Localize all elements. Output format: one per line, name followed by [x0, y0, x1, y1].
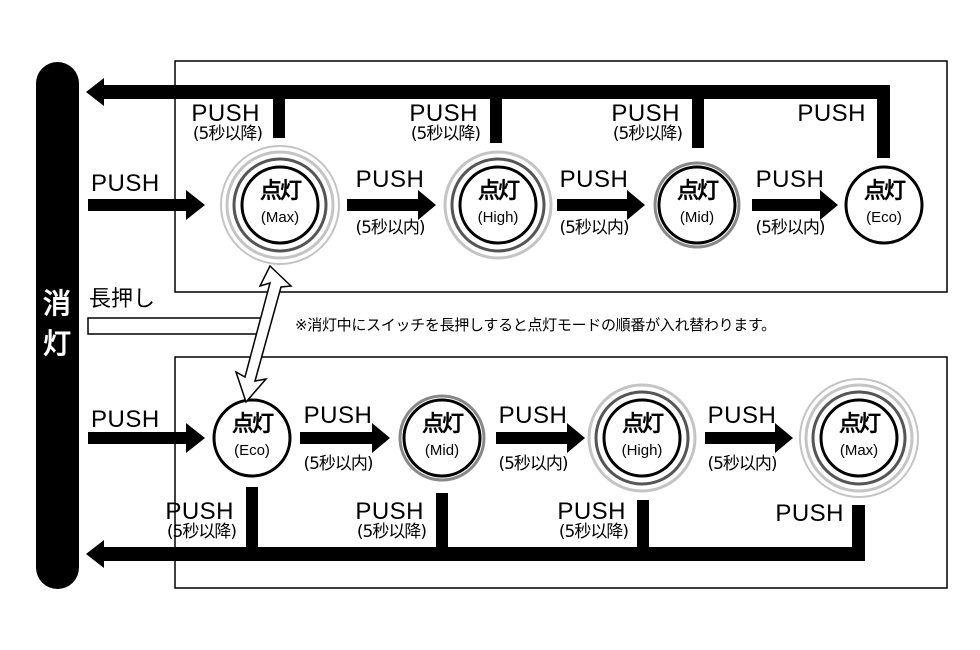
top-node-4 — [844, 165, 924, 245]
top-forward-arrow-1 — [347, 190, 436, 220]
top-frame — [174, 60, 948, 293]
bottom-node-4-title: 点灯 — [838, 412, 881, 437]
bottom-frame — [174, 356, 948, 589]
bottom-return-label-3: PUSH — [557, 498, 626, 525]
top-node-3-title: 点灯 — [676, 179, 719, 204]
off-label-2: 灯 — [43, 327, 72, 360]
bottom-return-sub-3: (5秒以降) — [558, 522, 629, 542]
bottom-node-1-mode: (Eco) — [234, 442, 270, 459]
top-node-1-mode: (Max) — [260, 209, 300, 226]
top-forward-sub-1: (5秒以内) — [355, 218, 425, 238]
lamp-circle — [240, 165, 320, 245]
bottom-forward-arrow-1 — [300, 423, 390, 453]
lamp-circle — [819, 398, 899, 478]
bottom-forward-sub-3: (5秒以内) — [707, 454, 777, 474]
top-forward-sub-3: (5秒以内) — [755, 218, 825, 238]
top-node-4-title: 点灯 — [863, 179, 906, 204]
bottom-node-2 — [398, 394, 486, 482]
off-state-pill — [36, 62, 79, 589]
top-node-3-mode: (Mid) — [679, 209, 715, 226]
bottom-return-sub-2: (5秒以降) — [356, 522, 427, 542]
bottom-return-sub-1: (5秒以降) — [166, 522, 237, 542]
swap-order-double-arrow — [234, 264, 293, 404]
top-node-2 — [443, 150, 553, 260]
lamp-circle — [602, 398, 682, 478]
top-return-path — [86, 78, 890, 158]
bottom-return-path — [86, 487, 865, 568]
bottom-entry-push-label: PUSH — [91, 406, 160, 433]
lamp-circle — [844, 165, 924, 245]
bottom-forward-label-1: PUSH — [303, 402, 373, 429]
swap-order-note: ※消灯中にスイッチを長押しすると点灯モードの順番が入れ替わります。 — [295, 316, 776, 334]
top-return-sub-1: (5秒以降) — [192, 124, 263, 144]
top-node-2-mode: (High) — [477, 209, 519, 226]
off-label-1: 消 — [43, 287, 72, 320]
bottom-entry-arrow — [88, 423, 205, 453]
bottom-forward-sub-2: (5秒以内) — [498, 454, 568, 474]
lamp-circle — [657, 165, 737, 245]
top-return-label-2: PUSH — [409, 100, 478, 127]
top-forward-label-3: PUSH — [755, 166, 825, 193]
top-forward-arrow-2 — [557, 190, 645, 220]
bottom-node-3-title: 点灯 — [621, 412, 664, 437]
bottom-forward-arrow-2 — [496, 423, 585, 453]
bottom-return-label-1: PUSH — [165, 498, 234, 525]
bottom-node-1 — [212, 398, 292, 478]
top-forward-arrow-3 — [752, 190, 838, 220]
top-return-label-1: PUSH — [191, 100, 260, 127]
bottom-node-3 — [587, 383, 697, 493]
top-return-label-4: PUSH — [797, 100, 866, 127]
bottom-forward-label-3: PUSH — [707, 402, 777, 429]
long-press-label: 長押し — [89, 287, 156, 312]
lamp-circle — [212, 398, 292, 478]
lamp-circle — [402, 398, 482, 478]
top-entry-arrow — [88, 190, 205, 220]
bottom-forward-sub-1: (5秒以内) — [303, 454, 373, 474]
top-entry-push-label: PUSH — [91, 170, 160, 197]
bottom-node-1-title: 点灯 — [231, 412, 274, 437]
top-node-4-mode: (Eco) — [866, 209, 902, 226]
bottom-node-4 — [799, 378, 919, 498]
top-forward-label-1: PUSH — [355, 166, 425, 193]
long-press-bar — [87, 317, 263, 335]
bottom-forward-arrow-3 — [705, 423, 793, 453]
bottom-node-2-title: 点灯 — [421, 412, 464, 437]
bottom-node-4-mode: (Max) — [839, 442, 879, 459]
top-node-1-title: 点灯 — [259, 179, 302, 204]
top-return-sub-3: (5秒以降) — [612, 124, 683, 144]
top-node-1 — [220, 145, 340, 265]
lamp-circle — [458, 165, 538, 245]
bottom-return-label-4: PUSH — [775, 500, 844, 527]
bottom-node-3-mode: (High) — [621, 442, 663, 459]
bottom-forward-label-2: PUSH — [498, 402, 568, 429]
top-return-label-3: PUSH — [611, 100, 680, 127]
top-return-sub-2: (5秒以降) — [410, 124, 481, 144]
top-node-2-title: 点灯 — [477, 179, 520, 204]
top-forward-label-2: PUSH — [559, 166, 629, 193]
top-node-3 — [653, 161, 741, 249]
bottom-node-2-mode: (Mid) — [424, 442, 460, 459]
bottom-return-label-2: PUSH — [355, 498, 424, 525]
top-forward-sub-2: (5秒以内) — [559, 218, 629, 238]
